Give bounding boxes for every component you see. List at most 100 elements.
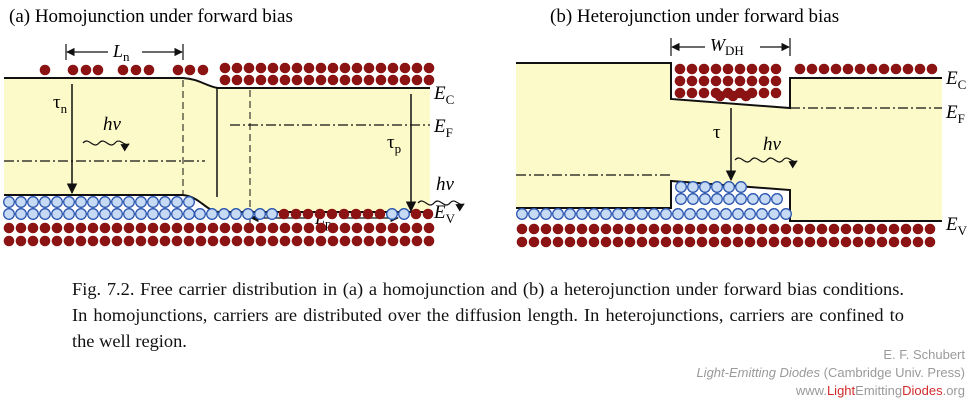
- hole: [732, 208, 744, 220]
- electron: [792, 236, 804, 248]
- homojunction-valence-band-edge: [4, 194, 430, 213]
- electron: [339, 62, 351, 74]
- electron: [172, 64, 184, 76]
- hole: [684, 208, 696, 220]
- electron: [291, 74, 303, 86]
- electron: [516, 223, 528, 235]
- electron: [315, 222, 327, 234]
- electron: [51, 222, 63, 234]
- electron: [734, 63, 746, 75]
- electron: [411, 62, 423, 74]
- electron: [684, 223, 696, 235]
- electron: [27, 222, 39, 234]
- electron: [267, 74, 279, 86]
- hole: [744, 208, 756, 220]
- electron: [350, 208, 362, 220]
- electron: [708, 223, 720, 235]
- electron: [684, 236, 696, 248]
- wdh-label: WDH: [710, 35, 744, 58]
- electron: [672, 236, 684, 248]
- electron: [231, 222, 243, 234]
- electron: [326, 208, 338, 220]
- electron: [279, 62, 291, 74]
- electron: [207, 222, 219, 234]
- homojunction-carriers: [3, 62, 435, 247]
- electron: [39, 235, 51, 247]
- electron: [686, 87, 698, 99]
- electron: [303, 74, 315, 86]
- electron: [255, 235, 267, 247]
- electron: [374, 208, 386, 220]
- electron: [92, 64, 104, 76]
- hole: [171, 196, 183, 208]
- ev-label-a: EV: [433, 202, 456, 226]
- hole: [99, 196, 111, 208]
- electron: [75, 235, 87, 247]
- electron: [740, 90, 752, 102]
- electron: [51, 235, 63, 247]
- electron: [315, 235, 327, 247]
- electron: [147, 222, 159, 234]
- electron: [914, 63, 926, 75]
- electron: [624, 236, 636, 248]
- electron: [327, 222, 339, 234]
- credit-website[interactable]: www.LightEmittingDiodes.org: [795, 383, 965, 398]
- electron: [278, 208, 290, 220]
- electron: [804, 223, 816, 235]
- hole: [768, 208, 780, 220]
- electron: [291, 222, 303, 234]
- electron: [303, 222, 315, 234]
- hole: [660, 208, 672, 220]
- electron: [890, 63, 902, 75]
- electron: [698, 87, 710, 99]
- credit-block: E. F. Schubert Light-Emitting Diodes (Ca…: [696, 346, 965, 400]
- electron: [195, 222, 207, 234]
- electron: [15, 235, 27, 247]
- ev-label-b: EV: [945, 214, 968, 238]
- electron: [902, 63, 914, 75]
- electron: [314, 208, 326, 220]
- electron: [159, 235, 171, 247]
- electron: [722, 75, 734, 87]
- electron: [576, 236, 588, 248]
- electron: [816, 223, 828, 235]
- electron: [351, 62, 363, 74]
- hole: [771, 193, 783, 205]
- electron: [924, 223, 936, 235]
- electron: [876, 223, 888, 235]
- electron: [422, 208, 434, 220]
- figure-caption: Fig. 7.2. Free carrier distribution in (…: [72, 279, 904, 351]
- hole: [648, 208, 660, 220]
- hole: [39, 196, 51, 208]
- electron: [746, 75, 758, 87]
- hole: [675, 181, 687, 193]
- electron: [540, 236, 552, 248]
- electron: [696, 223, 708, 235]
- electron: [39, 64, 51, 76]
- electron: [143, 64, 155, 76]
- credit-author: E. F. Schubert: [883, 347, 965, 362]
- hole: [624, 208, 636, 220]
- ec-label-a: EC: [433, 83, 454, 107]
- hole: [99, 208, 111, 220]
- electron: [363, 235, 375, 247]
- hole: [735, 193, 747, 205]
- electron: [732, 223, 744, 235]
- electron: [375, 62, 387, 74]
- electron: [842, 63, 854, 75]
- hole: [183, 196, 195, 208]
- electron: [111, 235, 123, 247]
- ln-label: Ln: [112, 41, 130, 64]
- photon-arrow-b: [734, 157, 798, 169]
- hole: [723, 181, 735, 193]
- hole: [27, 196, 39, 208]
- electron: [338, 208, 350, 220]
- hole: [242, 208, 254, 220]
- hole: [576, 208, 588, 220]
- electron: [612, 223, 624, 235]
- electron: [840, 236, 852, 248]
- hole: [711, 193, 723, 205]
- electron: [123, 222, 135, 234]
- electron: [15, 222, 27, 234]
- heterojunction-conduction-band-edge: [516, 62, 942, 110]
